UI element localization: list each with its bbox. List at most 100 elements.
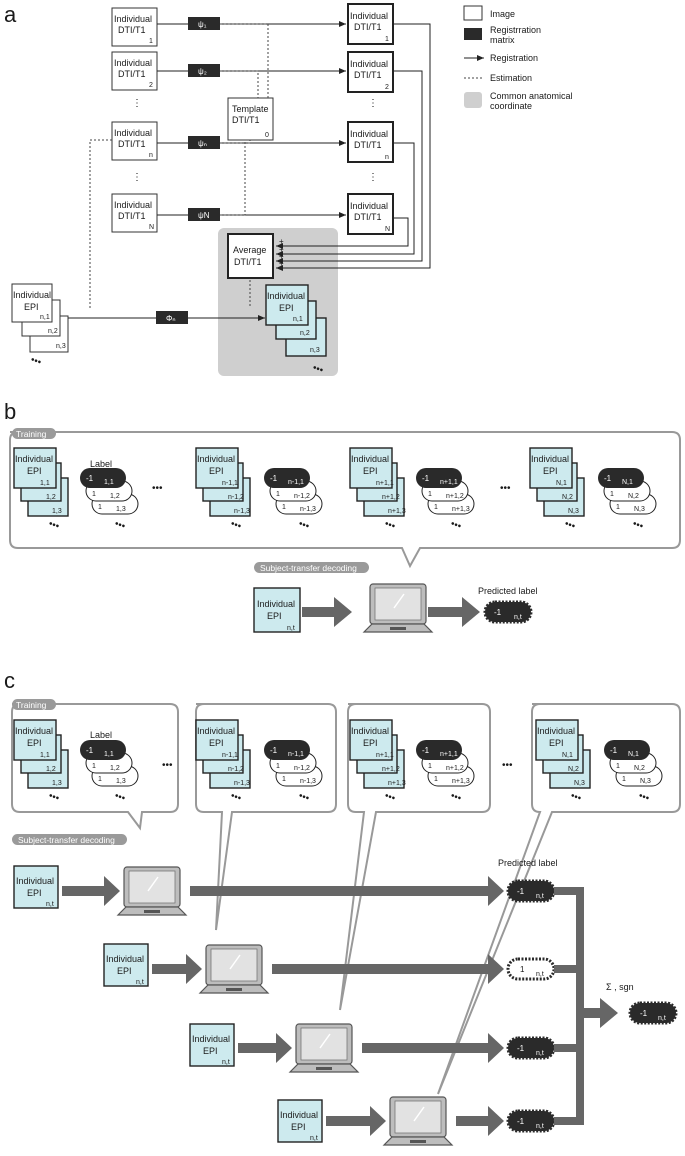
svg-text:1: 1: [434, 776, 438, 783]
svg-text:Individual: Individual: [350, 129, 388, 139]
svg-text:Individual: Individual: [114, 58, 152, 68]
svg-text:n,1: n,1: [293, 316, 303, 323]
svg-text:n+1,3: n+1,3: [388, 780, 406, 787]
laptop-icon-c2: [198, 944, 270, 994]
ellipsis-b2: •••: [500, 483, 511, 494]
ellipsis-b1: •••: [152, 483, 163, 494]
svg-text:1: 1: [276, 763, 280, 770]
svg-text:1: 1: [92, 491, 96, 498]
epi-stack-registered: Individual EPI n,1 n,2 n,3 •••: [265, 284, 327, 377]
svg-text:1,2: 1,2: [110, 765, 120, 772]
svg-text:DTI/T1: DTI/T1: [232, 115, 260, 125]
svg-text:n+1,3: n+1,3: [452, 778, 470, 785]
svg-text:•••: •••: [383, 790, 397, 804]
laptop-icon-c3: [288, 1023, 360, 1073]
legend: Image Registrration matrix Registration …: [463, 5, 573, 111]
decoding-pill-c: Subject-transfer decoding: [18, 835, 115, 845]
svg-text:Individual: Individual: [106, 954, 144, 964]
psi-matrix-2: ψ₂: [188, 64, 220, 77]
svg-text:N,2: N,2: [628, 493, 639, 500]
svg-text:N,2: N,2: [562, 494, 573, 501]
svg-text:n-1,1: n-1,1: [222, 480, 238, 487]
svg-text:n+1,1: n+1,1: [440, 479, 458, 486]
template-dti: Template DTI/T1 0: [227, 97, 274, 141]
svg-text:DTI/T1: DTI/T1: [234, 257, 262, 267]
svg-text:-1: -1: [604, 474, 612, 483]
svg-text:N,1: N,1: [562, 752, 573, 759]
svg-text:+: +: [279, 237, 284, 246]
svg-text:Individual: Individual: [280, 1110, 318, 1120]
svg-text:n,t: n,t: [658, 1015, 666, 1022]
svg-text:-1: -1: [640, 1009, 648, 1018]
svg-text:n+1,2: n+1,2: [382, 766, 400, 773]
registered-dti-N: Individual DTI/T1 N: [347, 193, 394, 235]
svg-text:1: 1: [616, 504, 620, 511]
svg-text:-1: -1: [422, 746, 430, 755]
svg-text:n+1,1: n+1,1: [440, 751, 458, 758]
svg-text:ψ₂: ψ₂: [198, 67, 207, 76]
svg-text:EPI: EPI: [117, 966, 132, 976]
svg-text:1: 1: [92, 763, 96, 770]
svg-text:n,1: n,1: [40, 314, 50, 321]
svg-text:Φₙ: Φₙ: [166, 314, 176, 323]
svg-text:n-1,2: n-1,2: [294, 493, 310, 500]
aggregation-label: Σ , sgn: [606, 982, 634, 992]
svg-text:DTI/T1: DTI/T1: [118, 69, 146, 79]
svg-text:n,3: n,3: [310, 347, 320, 354]
svg-text:•••: •••: [29, 354, 43, 368]
svg-text:1,3: 1,3: [116, 778, 126, 785]
svg-text:N,3: N,3: [574, 780, 585, 787]
svg-text:•••: •••: [47, 790, 61, 804]
svg-text:n+1,1: n+1,1: [376, 480, 394, 487]
final-label: -1 n,t: [628, 1001, 678, 1025]
panel-label-c: c: [4, 668, 15, 693]
svg-text:•••: •••: [297, 790, 311, 804]
svg-text:1,1: 1,1: [104, 479, 114, 486]
svg-text:Individual: Individual: [351, 454, 389, 464]
training-pill-b: Training: [16, 429, 47, 439]
svg-text:n-1,1: n-1,1: [288, 751, 304, 758]
svg-text:Individual: Individual: [192, 1034, 230, 1044]
svg-text:n,t: n,t: [287, 625, 295, 632]
svg-text:N: N: [385, 226, 390, 233]
svg-text:1,2: 1,2: [46, 766, 56, 773]
svg-text:ψₙ: ψₙ: [198, 139, 207, 148]
svg-text:n,t: n,t: [222, 1059, 230, 1066]
svg-text:n,2: n,2: [48, 328, 58, 335]
svg-text:EPI: EPI: [543, 466, 558, 476]
epi-stack-input: Individual EPI n,1 n,2 n,3 •••: [11, 283, 69, 369]
svg-text:coordinate: coordinate: [490, 101, 532, 111]
epi-input-b: Individual EPI n,t: [253, 587, 301, 633]
svg-text:1,2: 1,2: [110, 493, 120, 500]
svg-text:EPI: EPI: [549, 738, 564, 748]
svg-text:1: 1: [98, 504, 102, 511]
svg-text:Individual: Individual: [114, 128, 152, 138]
svg-text:N,1: N,1: [556, 480, 567, 487]
svg-text:1,3: 1,3: [52, 780, 62, 787]
svg-text:Image: Image: [490, 9, 515, 19]
svg-text:-1: -1: [270, 746, 278, 755]
svg-text:Individual: Individual: [351, 726, 389, 736]
training-pill-c: Training: [16, 700, 47, 710]
svg-text:EPI: EPI: [24, 302, 39, 312]
svg-text:Individual: Individual: [350, 11, 388, 21]
individual-dti-n: Individual DTI/T1 n: [111, 121, 158, 161]
svg-text:n,t: n,t: [536, 893, 544, 900]
svg-text:1: 1: [520, 965, 525, 974]
decoding-pill-b: Subject-transfer decoding: [260, 563, 357, 573]
svg-text:Individual: Individual: [114, 200, 152, 210]
